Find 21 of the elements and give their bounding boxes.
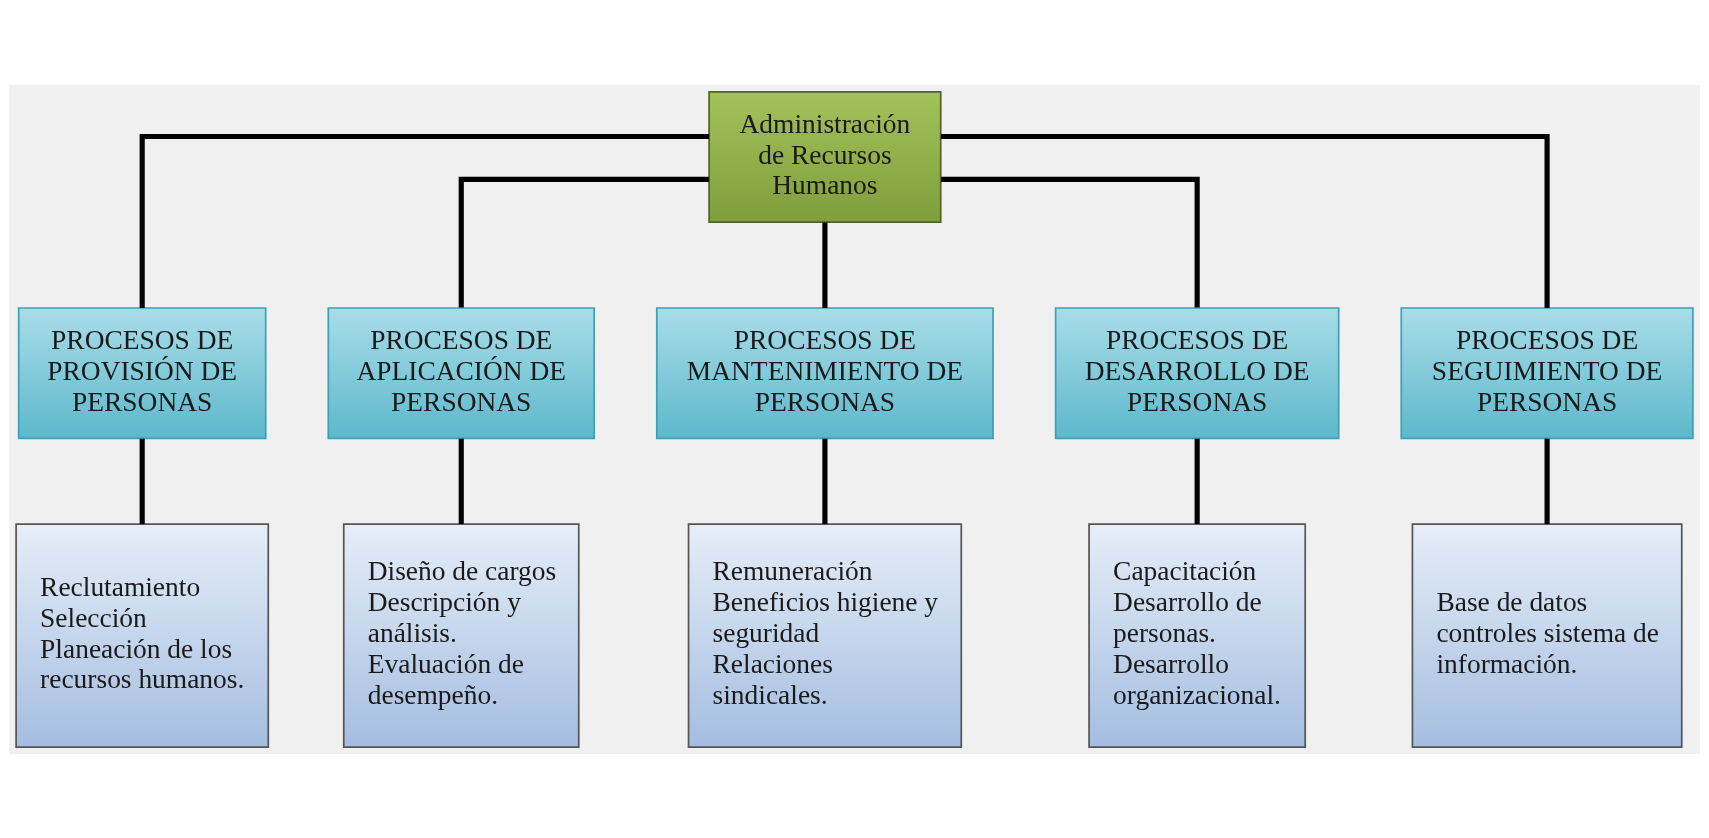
node-box: Remuneración Beneficios higiene y seguridad Relaciones sindicales.: [687, 522, 963, 748]
node-box: Capacitación Desarrollo de personas. Desarrollo organizacional.: [1088, 522, 1307, 748]
connector: [1544, 438, 1550, 524]
connector: [822, 222, 828, 308]
node-box: PROCESOS DE MANTENIMIENTO DE PERSONAS: [655, 306, 994, 439]
connector: [139, 133, 710, 308]
connector: [458, 438, 464, 524]
connector: [139, 438, 145, 524]
node-box: Reclutamiento Selección Planeación de los recursos humanos.: [15, 522, 270, 748]
node-box: PROCESOS DE SEGUIMIENTO DE PERSONAS: [1400, 306, 1694, 439]
connector: [941, 176, 1200, 308]
node-box: Base de datos controles sistema de información.: [1411, 522, 1683, 748]
connector: [940, 133, 1550, 308]
node-box: PROCESOS DE DESARROLLO DE PERSONAS: [1054, 306, 1340, 439]
node-box: PROCESOS DE PROVISIÓN DE PERSONAS: [17, 306, 267, 439]
node-box: PROCESOS DE APLICACIÓN DE PERSONAS: [327, 306, 596, 439]
connector: [1194, 438, 1200, 524]
connector: [458, 176, 709, 308]
node-box: Administración de Recursos Humanos: [708, 90, 942, 223]
connector: [822, 438, 828, 524]
node-box: Diseño de cargos Descripción y análisis. Evaluación de desempeño.: [342, 522, 580, 748]
